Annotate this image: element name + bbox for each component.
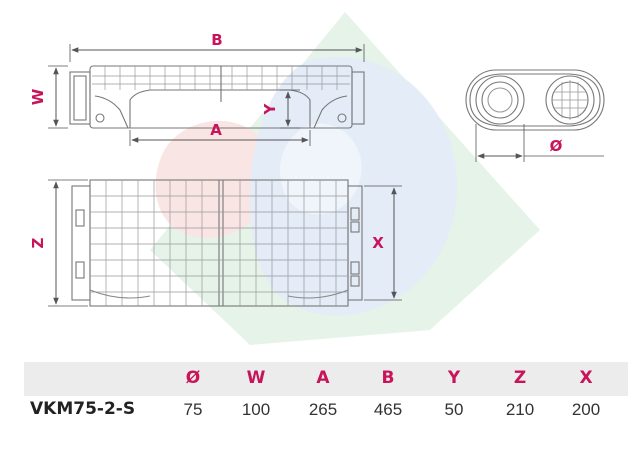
plan-view-grid	[90, 180, 348, 306]
plan-view	[71, 179, 363, 307]
value-w: 100	[241, 400, 271, 419]
top-view-left-flange	[69, 71, 91, 125]
dimension-y: Y	[261, 89, 300, 129]
dimension-b: B	[69, 31, 365, 62]
dim-label-diameter: Ø	[550, 137, 563, 155]
header-diameter: Ø	[185, 368, 201, 388]
header-y: Y	[447, 368, 461, 388]
header-x: X	[579, 368, 593, 388]
top-view-grid	[92, 66, 350, 102]
value-y: 50	[444, 400, 464, 419]
plan-view-left-flange	[71, 185, 91, 301]
side-view	[465, 69, 605, 131]
dim-label-w: W	[29, 88, 47, 105]
technical-drawing: B W A Y	[29, 12, 605, 345]
table-header-row	[24, 362, 628, 396]
value-a: 265	[308, 400, 338, 419]
top-view-right-flange	[351, 71, 365, 125]
dim-label-x: X	[372, 234, 384, 252]
top-view-recess	[129, 89, 311, 128]
header-a: A	[316, 368, 330, 388]
left-spigot	[475, 75, 525, 125]
header-w: W	[246, 368, 266, 388]
value-x: 200	[571, 400, 601, 419]
value-b: 465	[373, 400, 403, 419]
plan-view-right-flange	[347, 185, 363, 301]
top-view	[69, 65, 365, 129]
dimension-x: X	[364, 185, 402, 301]
dim-label-y: Y	[261, 102, 279, 115]
dimension-a: A	[129, 121, 311, 146]
dim-label-b: B	[211, 31, 222, 49]
header-z: Z	[513, 368, 527, 388]
spec-table: Ø W A B Y Z X VKM75-2-S 75 100 265 465 5…	[0, 362, 640, 446]
dimension-z: Z	[29, 179, 88, 307]
dimension-diameter: Ø	[475, 124, 604, 162]
side-view-body	[465, 69, 605, 131]
value-z: 210	[505, 400, 535, 419]
header-b: B	[381, 368, 395, 388]
value-diameter: 75	[183, 400, 203, 419]
dim-label-z: Z	[29, 237, 47, 248]
model-name: VKM75-2-S	[30, 399, 136, 419]
dimension-w: W	[29, 65, 68, 129]
dim-label-a: A	[210, 121, 222, 139]
watermark-logo	[150, 12, 540, 345]
